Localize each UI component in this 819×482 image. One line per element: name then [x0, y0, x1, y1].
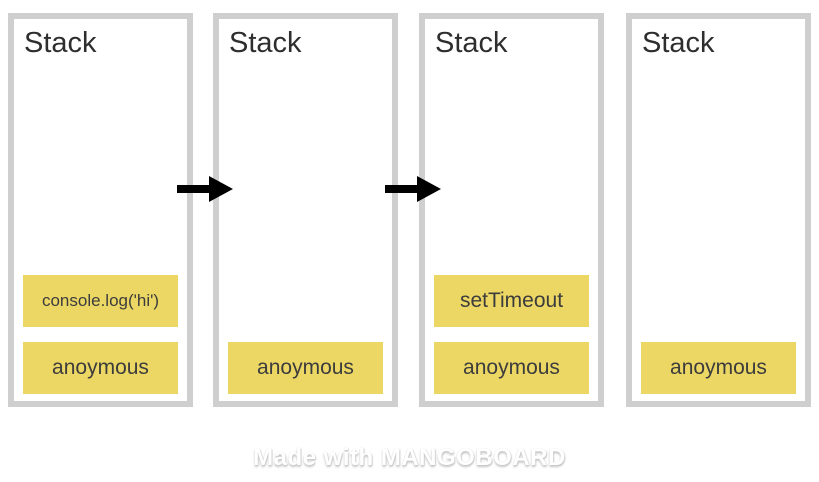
stack-title: Stack — [642, 27, 715, 59]
stack-frame-anonymous: anoymous — [23, 342, 178, 394]
stack-frame-anonymous: anoymous — [228, 342, 383, 394]
arrow-right-icon — [385, 176, 441, 202]
stack-box-1: Stack console.log('hi') anoymous — [8, 13, 193, 407]
stack-title: Stack — [435, 27, 508, 59]
stack-box-2: Stack anoymous — [213, 13, 398, 407]
watermark-text: Made with MANGOBOARD — [253, 444, 566, 471]
stack-frame-settimeout: setTimeout — [434, 275, 589, 327]
stack-frame-anonymous: anoymous — [434, 342, 589, 394]
stack-frame-console-log: console.log('hi') — [23, 275, 178, 327]
stack-box-3: Stack setTimeout anoymous — [419, 13, 604, 407]
stack-frame-anonymous: anoymous — [641, 342, 796, 394]
stack-title: Stack — [24, 27, 97, 59]
stack-title: Stack — [229, 27, 302, 59]
stack-box-4: Stack anoymous — [626, 13, 811, 407]
arrow-right-icon — [177, 176, 233, 202]
